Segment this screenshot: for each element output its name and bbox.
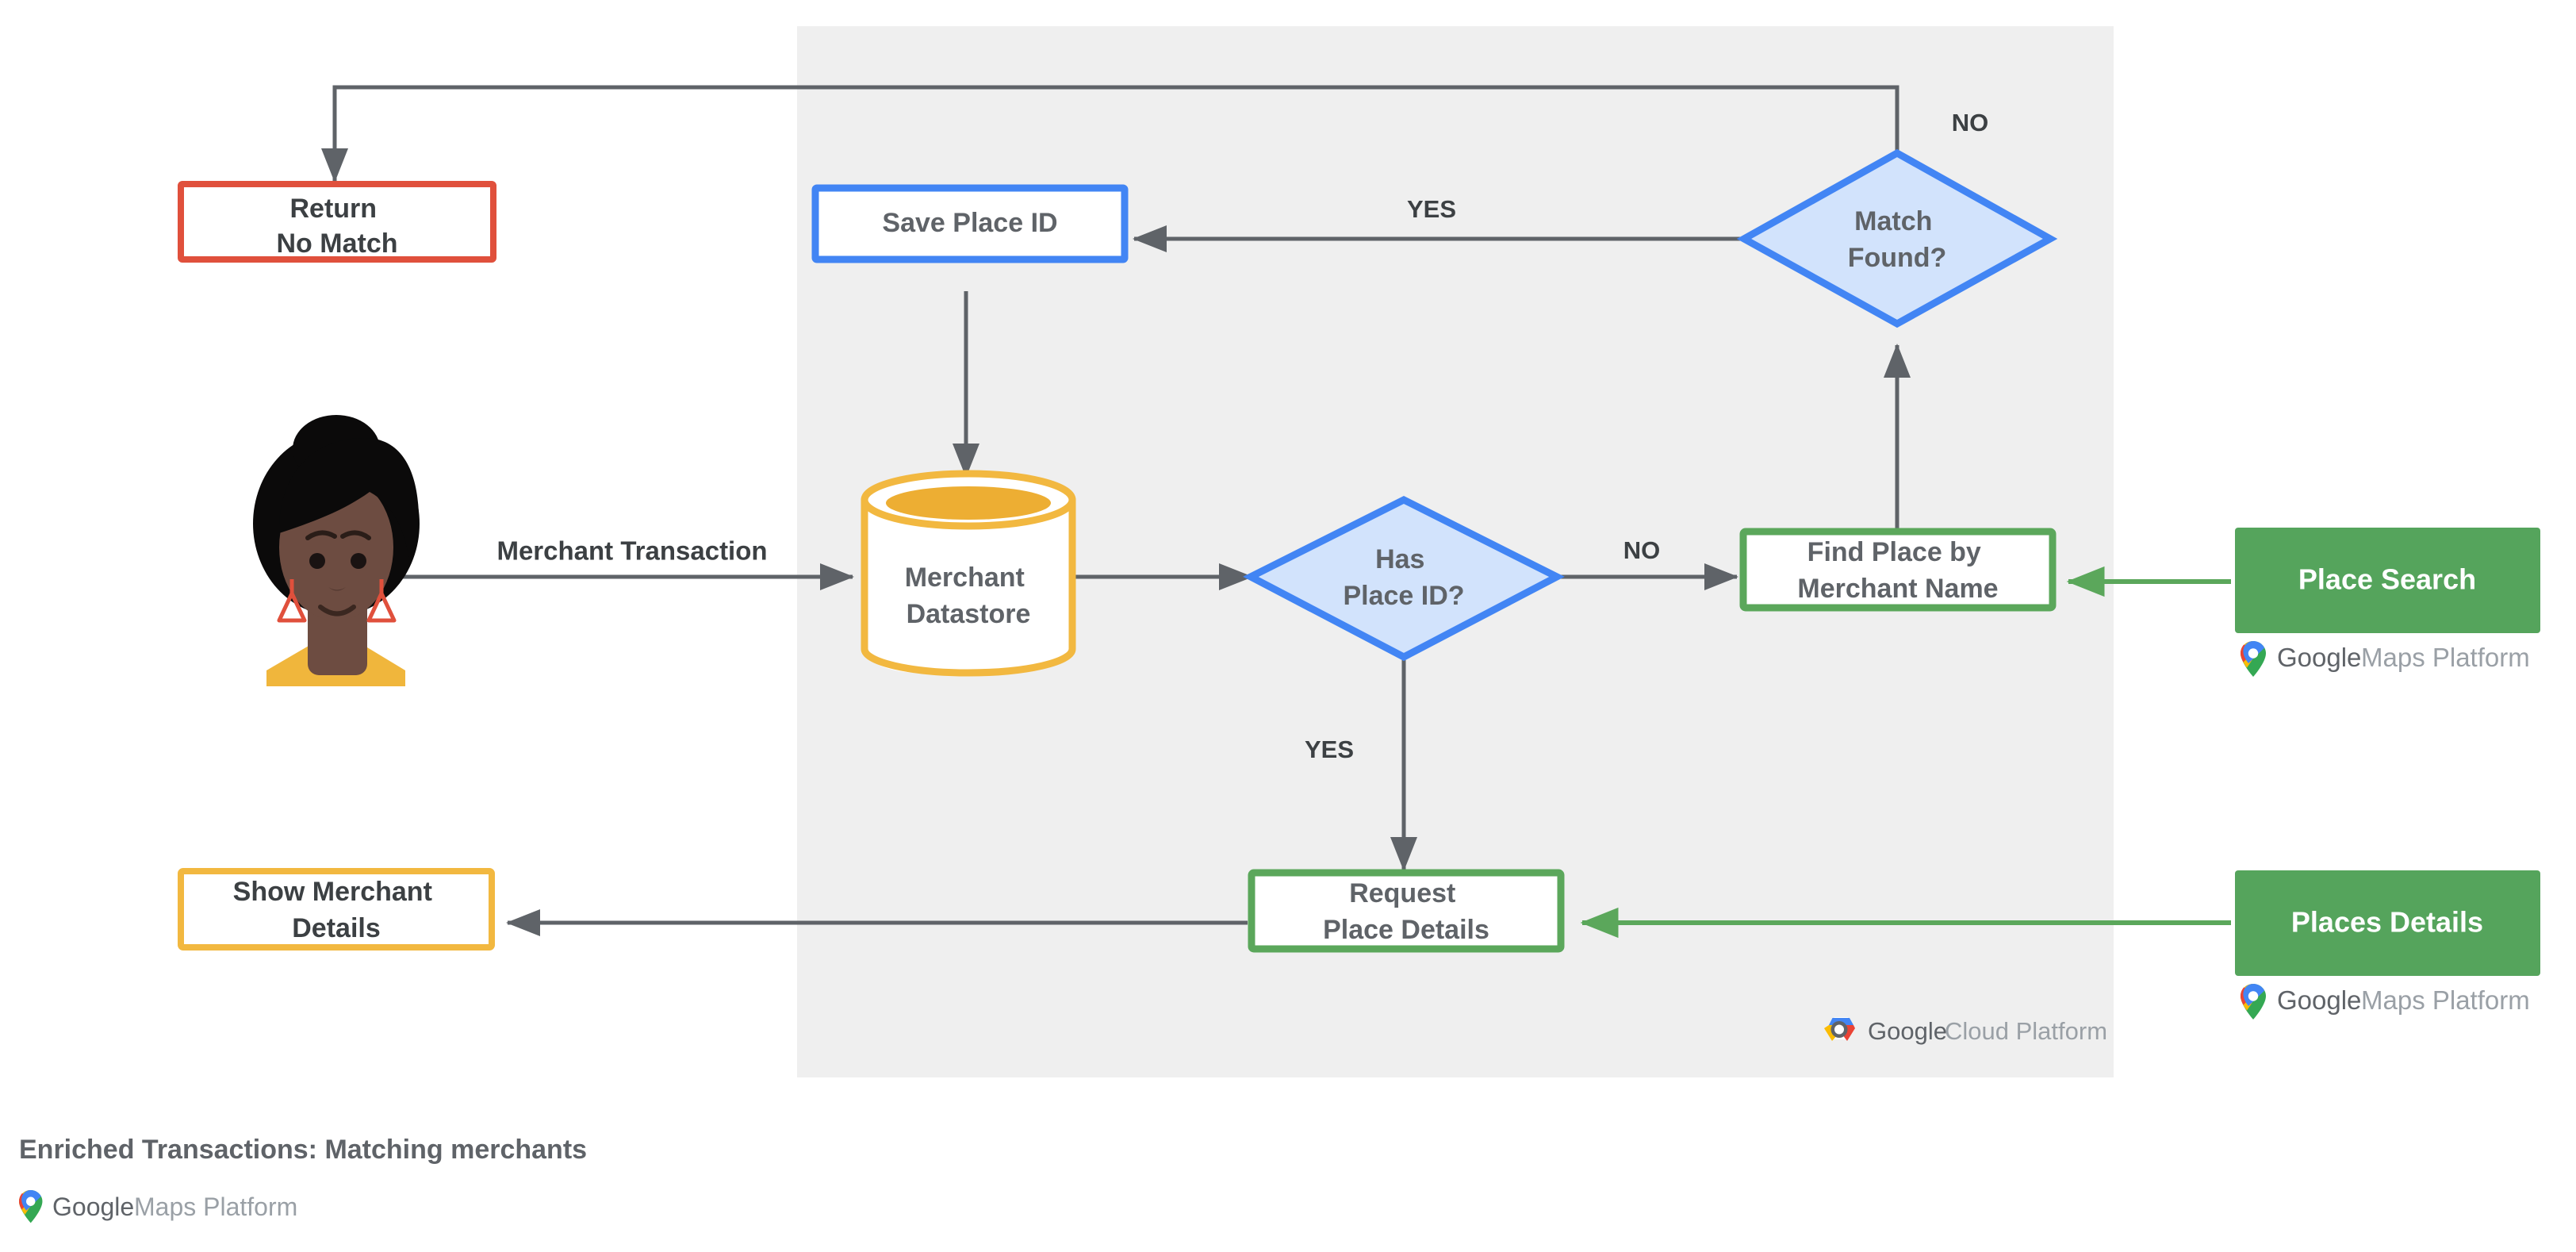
gcp-cloud-platform-word: Cloud Platform (1945, 1017, 2107, 1045)
node-has-place-id[interactable]: Has Place ID? (1243, 495, 1565, 662)
datastore-top-disc (886, 486, 1051, 520)
node-place-search[interactable]: Place Search (2235, 528, 2540, 633)
node-save-place-id[interactable]: Save Place ID (811, 184, 1129, 263)
logo-gmp-places-details: Google Maps Platform (2241, 984, 2530, 1020)
edge-match-found-no-to-return (321, 85, 1899, 183)
request-place-details-label: Request Place Details (1323, 878, 1489, 945)
avatar-eye-left (309, 553, 325, 569)
find-place-box[interactable] (1739, 528, 2057, 612)
show-merchant-details-box[interactable] (178, 868, 495, 951)
logo-gmp-caption: Google Maps Platform (19, 1190, 297, 1223)
edge-label-match-found-no: NO (1952, 109, 1989, 136)
places-details-label: Places Details (2291, 906, 2483, 939)
save-place-id-box[interactable] (811, 184, 1129, 263)
place-search-box[interactable] (2235, 528, 2540, 633)
gmp-maps-platform-word: Maps Platform (2361, 643, 2530, 672)
match-found-diamond[interactable] (1736, 148, 2058, 328)
avatar-eye-right (351, 553, 366, 569)
return-no-match-box[interactable] (178, 181, 496, 263)
avatar-eyebrow-left (305, 530, 337, 540)
google-maps-pin-icon (2241, 641, 2266, 677)
google-cloud-hexagon-icon (1824, 1017, 1855, 1041)
node-places-details[interactable]: Places Details (2235, 870, 2540, 976)
merchant-datastore-label: Merchant Datastore (905, 563, 1033, 629)
avatar-earring-left (277, 579, 307, 623)
logo-gmp-place-search: Google Maps Platform (2241, 641, 2530, 677)
logo-gcp-panel: Google Cloud Platform (1824, 1017, 2107, 1045)
edge-label-has-place-id-no: NO (1623, 536, 1661, 564)
place-search-label: Place Search (2298, 563, 2476, 596)
gmp-google-word: Google (52, 1192, 134, 1221)
edge-label-has-place-id-yes: YES (1305, 735, 1354, 763)
gmp-google-word: Google (2277, 643, 2361, 672)
find-place-label: Find Place by Merchant Name (1797, 537, 1998, 604)
node-merchant-datastore[interactable]: Merchant Datastore (861, 470, 1076, 677)
avatar-mouth (318, 605, 356, 616)
request-place-details-box[interactable] (1248, 869, 1565, 953)
node-request-place-details[interactable]: Request Place Details (1248, 869, 1565, 953)
edge-label-merchant-transaction: Merchant Transaction (496, 536, 767, 566)
node-match-found[interactable]: Match Found? (1736, 148, 2058, 328)
gcp-google-word: Google (1868, 1017, 1947, 1045)
merchant-customer-avatar (253, 415, 420, 686)
save-place-id-label: Save Place ID (882, 208, 1057, 238)
avatar-nose (328, 587, 346, 591)
return-no-match-label: Return No Match (277, 194, 398, 259)
gmp-maps-platform-word: Maps Platform (2361, 985, 2530, 1015)
places-details-box[interactable] (2235, 870, 2540, 976)
node-find-place-by-merchant-name[interactable]: Find Place by Merchant Name (1739, 528, 2057, 612)
node-return-no-match[interactable]: Return No Match (178, 181, 496, 263)
google-maps-pin-icon (19, 1190, 43, 1223)
avatar-hair-fringe (279, 438, 419, 557)
google-maps-pin-icon (2241, 984, 2266, 1020)
gmp-maps-platform-word: Maps Platform (134, 1192, 297, 1221)
has-place-id-diamond[interactable] (1243, 495, 1565, 662)
has-place-id-label: Has Place ID? (1343, 544, 1464, 611)
edge-label-match-found-yes: YES (1407, 195, 1456, 223)
datastore-body (861, 496, 1076, 677)
gmp-google-word: Google (2277, 985, 2361, 1015)
node-show-merchant-details[interactable]: Show Merchant Details (178, 868, 495, 951)
show-merchant-details-label: Show Merchant Details (233, 877, 440, 943)
avatar-earring-right (366, 579, 397, 623)
match-found-label: Match Found? (1848, 206, 1947, 273)
diagram-caption: Enriched Transactions: Matching merchant… (19, 1135, 587, 1165)
avatar-eyebrow-right (340, 530, 371, 540)
